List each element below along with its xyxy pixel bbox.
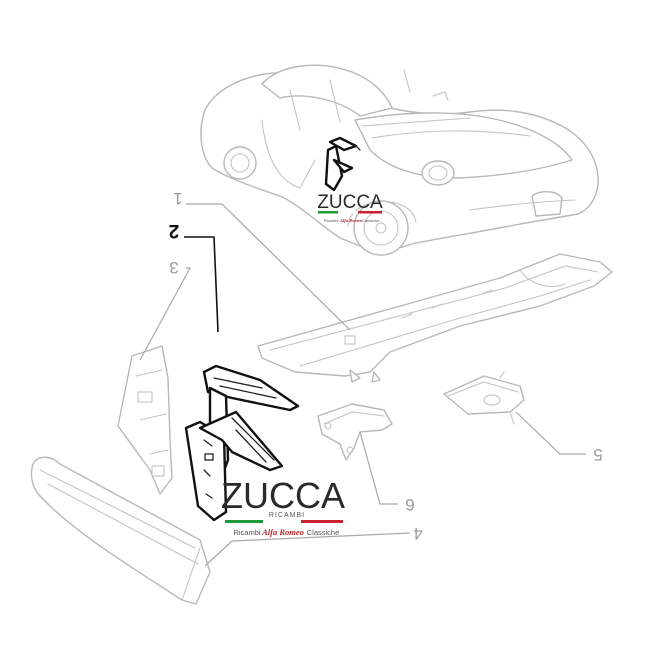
callout-1: 1 <box>173 189 182 208</box>
car-grille <box>531 191 563 217</box>
watermark-tag-right: Classiche <box>307 528 340 537</box>
flag-green <box>225 520 263 523</box>
watermark-tag-left: Ricambi <box>233 528 260 537</box>
callout-labels: 1 2 3 4 5 6 <box>169 189 603 543</box>
part-1-cowl-panel <box>257 253 613 383</box>
flag-red-small <box>358 211 382 214</box>
watermark-tag-brand: Alfa Romeo <box>261 527 304 537</box>
flag-white <box>263 520 301 523</box>
watermark-word: ZUCCA <box>221 475 345 516</box>
watermark-small: ZUCCA Ricambi Alfa Romeo Classiche <box>317 192 383 223</box>
callout-2: 2 <box>169 220 180 241</box>
car-highlight-bracket <box>324 136 361 192</box>
car-rear-wheel <box>223 146 257 180</box>
callout-5: 5 <box>593 445 602 464</box>
svg-text:Ricambi: Ricambi <box>324 218 339 223</box>
part-3-side-panel <box>117 345 173 495</box>
flag-green-small <box>318 211 338 214</box>
car-illustration <box>200 64 599 256</box>
callout-6: 6 <box>405 495 414 514</box>
watermark-small-word: ZUCCA <box>317 192 383 213</box>
part-2-bracket <box>184 364 300 522</box>
car-door-line <box>261 119 316 189</box>
part-4-sill <box>30 456 211 605</box>
watermark-large: ZUCCA RICAMBI Ricambi Alfa Romeo Classic… <box>221 475 345 537</box>
part-5-plate <box>443 371 525 425</box>
callout-4: 4 <box>413 524 422 543</box>
car-windshield <box>261 64 393 117</box>
svg-text:Classiche: Classiche <box>362 218 380 223</box>
car-headlight <box>421 160 455 186</box>
watermark-sub: RICAMBI <box>269 512 305 519</box>
part-6-small-bracket <box>317 403 393 461</box>
flag-red <box>301 520 343 523</box>
flag-white-small <box>338 211 358 214</box>
leader-lines <box>139 203 586 567</box>
svg-text:Alfa Romeo: Alfa Romeo <box>339 218 363 223</box>
callout-3: 3 <box>169 258 178 277</box>
